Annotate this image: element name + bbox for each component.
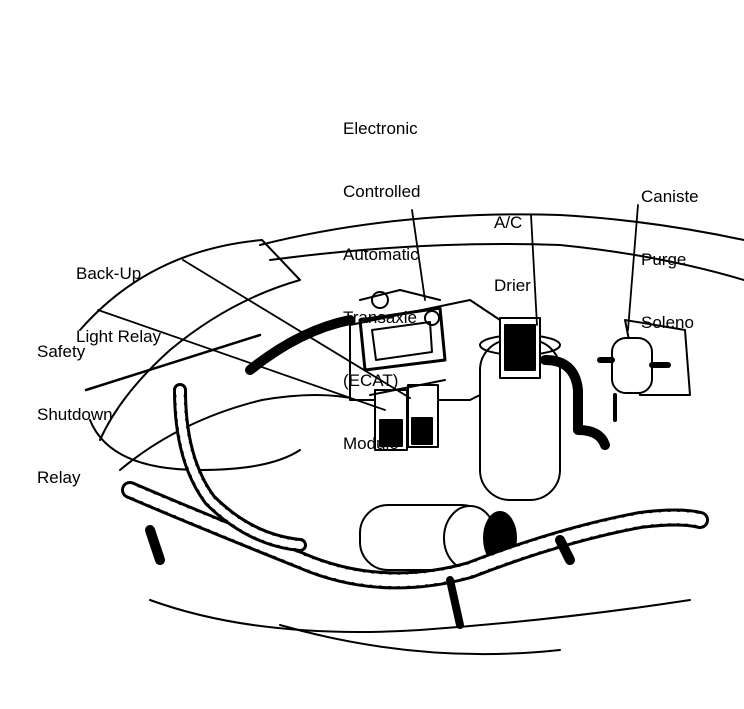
lower-body-line bbox=[279, 624, 561, 656]
cable-left bbox=[145, 525, 165, 565]
safety-shutdown-relay-label: Safety Shutdown Relay bbox=[37, 299, 113, 530]
lower-motor bbox=[359, 504, 517, 571]
label-line: Caniste bbox=[641, 187, 699, 206]
leader-canister bbox=[627, 204, 639, 331]
cable-lower bbox=[446, 576, 464, 629]
label-line: Electronic bbox=[343, 119, 418, 138]
cable-right bbox=[555, 535, 575, 565]
fender-outline bbox=[259, 213, 744, 246]
label-line: Purge bbox=[641, 250, 687, 269]
label-line: Module bbox=[343, 434, 399, 453]
label-line: Relay bbox=[37, 468, 81, 487]
backup-light-relay-label: Back-Up Light Relay bbox=[76, 221, 161, 389]
canister-purge-solenoid-label: Caniste Purge Soleno bbox=[641, 144, 699, 375]
ac-drier bbox=[479, 317, 610, 501]
front-panel-line bbox=[84, 333, 262, 392]
leader-ac bbox=[530, 214, 538, 326]
canister-solenoid bbox=[597, 319, 691, 422]
label-line: Drier bbox=[494, 276, 531, 295]
leader-safety bbox=[97, 309, 386, 411]
harness-upper bbox=[245, 315, 355, 375]
label-line: Shutdown bbox=[37, 405, 113, 424]
label-line: (ECAT) bbox=[343, 371, 399, 390]
leader-backup bbox=[182, 259, 411, 399]
relays bbox=[369, 379, 446, 451]
strut-tower bbox=[79, 239, 301, 441]
label-line: Safety bbox=[37, 342, 86, 361]
label-line: Transaxle bbox=[343, 308, 418, 327]
bumper-line bbox=[149, 599, 691, 633]
ac-drier-label: A/C Drier bbox=[494, 170, 531, 338]
label-line: A/C bbox=[494, 213, 523, 232]
label-line: Controlled bbox=[343, 182, 421, 201]
label-line: Soleno bbox=[641, 313, 694, 332]
label-line: Light Relay bbox=[76, 327, 162, 346]
label-line: Automatic bbox=[343, 245, 419, 264]
leader-ecat bbox=[411, 209, 426, 301]
fender-inner-line bbox=[269, 243, 744, 281]
label-line: Back-Up bbox=[76, 264, 142, 283]
ecat-module-label: Electronic Controlled Automatic Transaxl… bbox=[343, 76, 421, 496]
left-fender-curve bbox=[119, 394, 361, 471]
